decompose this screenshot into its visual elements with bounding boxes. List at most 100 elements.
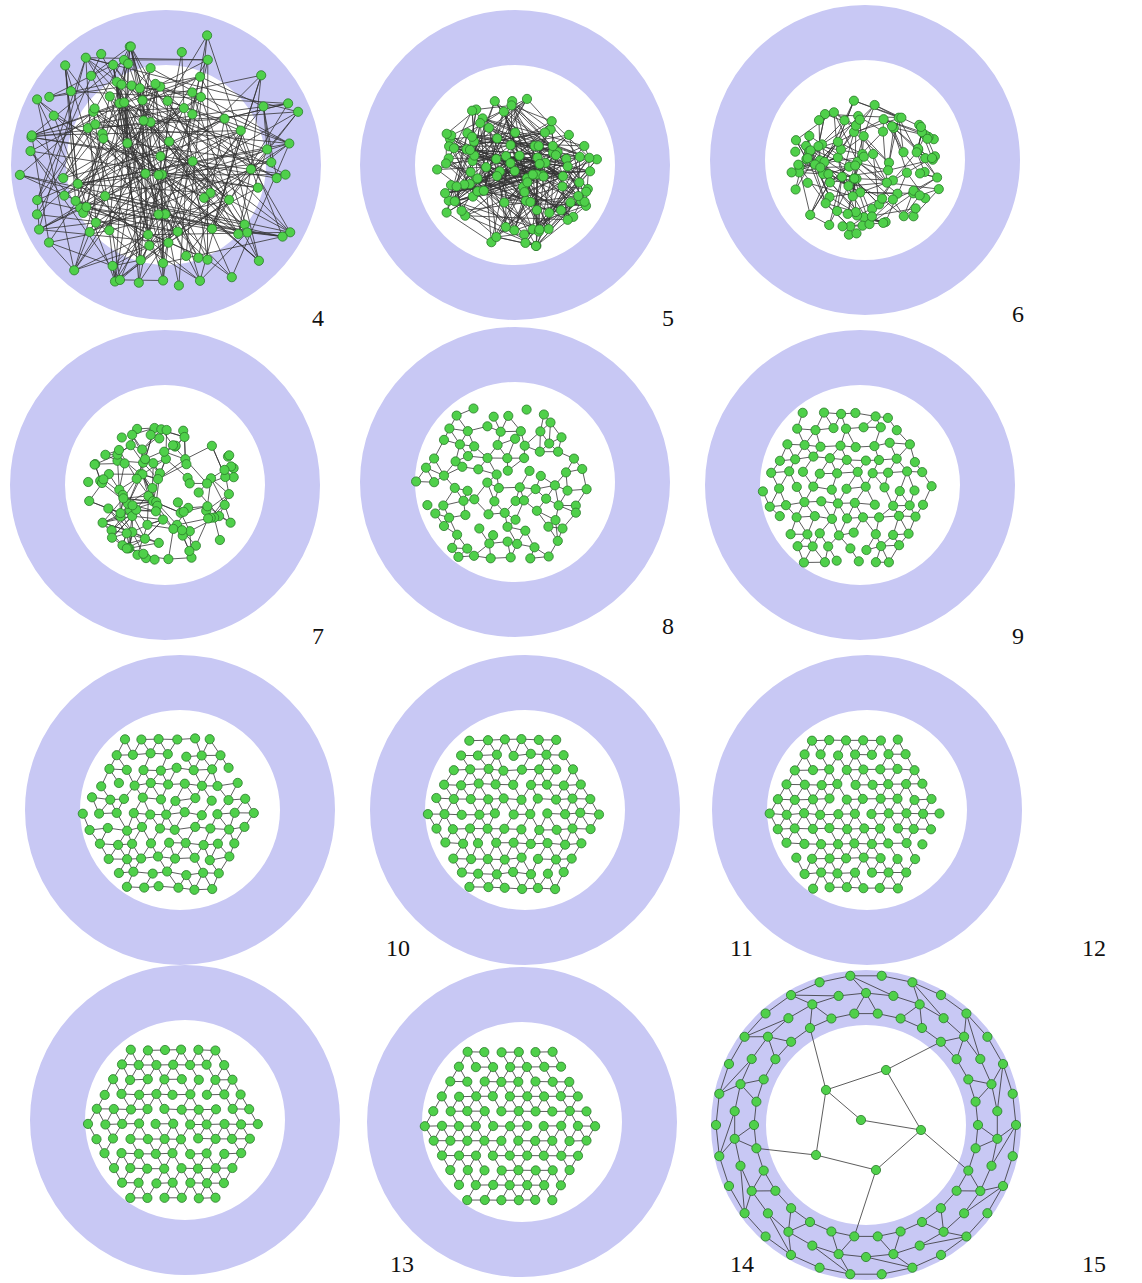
node-dot [568,824,577,833]
node-dot [154,735,163,744]
node-dot [87,793,96,802]
node-dot [563,486,572,495]
node-dot [574,191,583,200]
node-dot [786,991,795,1000]
panel-number: 14 [730,1252,754,1276]
node-dot [539,410,548,419]
node-dot [515,151,524,160]
node-dot [179,104,188,113]
node-dot [834,991,843,1000]
ring-band [733,358,988,613]
node-dot [859,853,868,862]
graph-nodes [78,734,258,895]
panel-number: 5 [662,306,674,330]
ring-band [388,355,643,610]
node-dot [140,534,149,543]
node-dot [905,440,914,449]
panel-number: 13 [390,1252,414,1276]
node-dot [827,514,836,523]
node-dot [889,530,898,539]
node-dot [535,765,544,774]
node-dot [815,1263,824,1272]
node-dot [870,100,879,109]
node-dot [168,1090,177,1099]
node-dot [101,1120,110,1129]
node-dot [561,468,570,477]
node-dot [860,824,869,833]
node-dot [759,1166,768,1175]
node-dot [833,206,842,215]
node-dot [471,1122,480,1131]
node-dot [556,1181,565,1190]
node-dot [220,1119,229,1128]
node-dot [101,450,110,459]
node-dot [207,796,216,805]
node-dot [114,868,123,877]
node-dot [552,825,561,834]
node-dot [834,1250,843,1259]
node-dot [761,1232,770,1241]
node-dot [439,471,448,480]
node-dot [466,824,475,833]
node-dot [484,123,493,132]
node-dot [715,1089,724,1098]
node-dot [146,64,155,73]
node-dot [934,185,943,194]
node-dot [61,61,70,70]
node-dot [531,1048,540,1057]
node-dot [530,543,539,552]
node-dot [480,1048,489,1057]
node-dot [876,824,885,833]
node-dot [126,1075,135,1084]
node-dot [497,1196,506,1205]
graph-edges [437,99,597,246]
node-dot [148,483,157,492]
node-dot [781,501,790,510]
node-dot [897,113,906,122]
node-dot [880,483,889,492]
node-dot [825,883,834,892]
node-dot [842,484,851,493]
node-dot [483,422,492,431]
node-dot [859,152,868,161]
node-dot [817,781,826,790]
node-dot [473,839,482,848]
node-dot [833,779,842,788]
panel-number: 4 [312,306,324,330]
node-dot [154,538,163,547]
graph-panel [53,683,308,938]
node-dot [843,209,852,218]
node-dot [467,855,476,864]
node-dot [150,555,159,564]
node-dot [194,1075,203,1084]
node-dot [278,232,287,241]
node-dot [861,456,870,465]
node-dot [846,1270,855,1279]
node-dot [272,174,281,183]
node-dot [188,110,197,119]
node-dot [904,529,913,538]
node-dot [489,531,498,540]
node-dot [191,822,200,831]
node-dot [500,508,509,517]
node-dot [543,809,552,818]
node-dot [225,195,234,204]
node-dot [118,1119,127,1128]
node-dot [180,808,189,817]
node-dot [787,1037,796,1046]
node-dot [45,92,54,101]
node-dot [497,1107,506,1116]
graph-edges [20,35,298,285]
node-dot [983,1032,992,1041]
node-dot [136,256,145,265]
node-dot [556,206,565,215]
node-dot [565,1166,574,1175]
node-dot [124,59,133,68]
node-dot [520,454,529,463]
node-dot [876,736,885,745]
node-dot [516,427,525,436]
node-dot [533,854,542,863]
node-dot [453,530,462,539]
node-dot [452,182,461,191]
node-dot [177,1193,186,1202]
